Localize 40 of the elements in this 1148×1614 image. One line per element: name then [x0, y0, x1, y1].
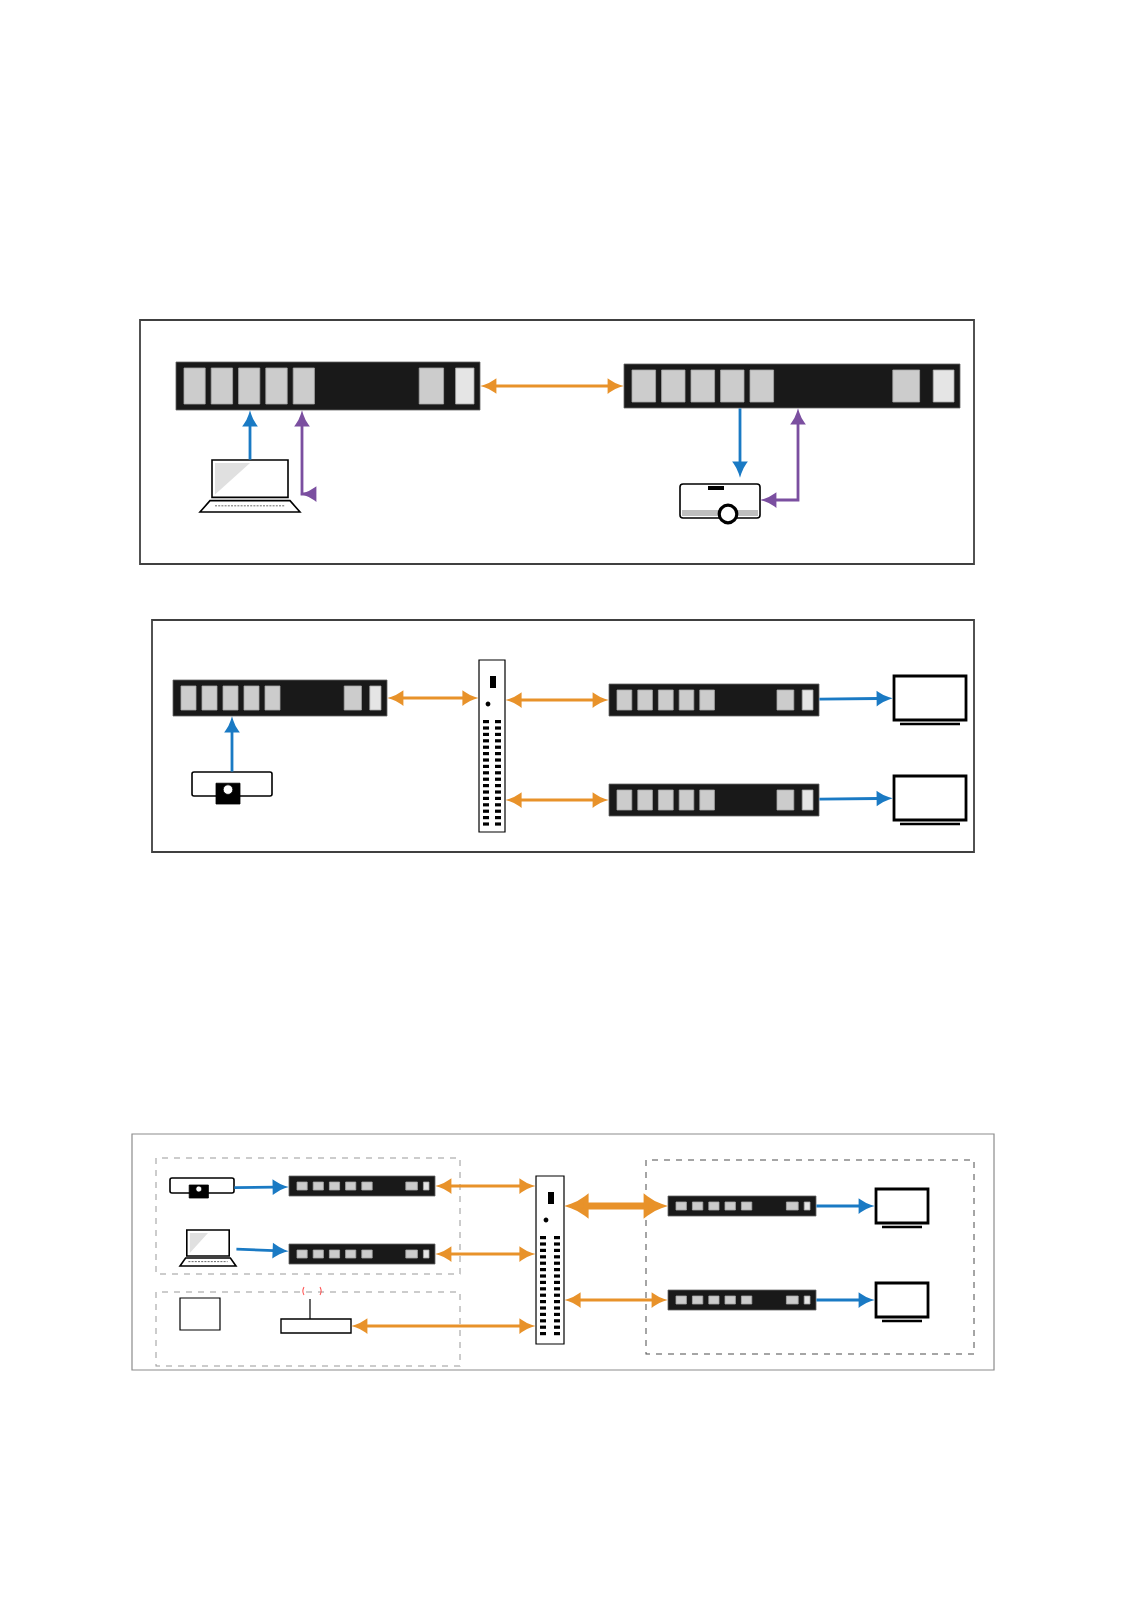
tv-drawing [874, 1187, 930, 1229]
arrow [438, 1179, 533, 1193]
media-player-drawing [169, 1177, 235, 1199]
network-switch [535, 1175, 565, 1345]
arrow [225, 719, 239, 772]
arrow [508, 693, 606, 707]
arrow [819, 791, 890, 806]
extender-box [667, 1195, 817, 1217]
arrow [390, 691, 476, 705]
arrow [816, 1199, 872, 1213]
arrow [569, 1195, 663, 1217]
arrow [733, 408, 747, 475]
tablet-drawing [179, 1297, 221, 1331]
extender-box [667, 1289, 817, 1311]
media-player-drawing [191, 771, 273, 805]
extender-box [288, 1175, 436, 1197]
tv-drawing [892, 774, 968, 826]
tv-drawing [874, 1281, 930, 1323]
arrow [819, 691, 890, 706]
arrow [483, 379, 621, 393]
tv-drawing [892, 674, 968, 726]
arrow [567, 1293, 665, 1307]
extender-box [608, 683, 820, 717]
arrow [438, 1247, 533, 1261]
extender-box [623, 363, 961, 409]
arrow [508, 793, 606, 807]
network-switch [478, 659, 506, 833]
extender-box [172, 679, 388, 717]
extender-box [608, 783, 820, 817]
arrow [236, 1244, 286, 1258]
arrow [354, 1319, 533, 1333]
arrow [816, 1293, 872, 1307]
arrow [295, 413, 317, 501]
extender-box [175, 361, 481, 411]
router-drawing [280, 1286, 352, 1334]
projector-drawing [679, 483, 761, 525]
arrow [243, 413, 257, 460]
arrow [763, 411, 805, 507]
extender-box [288, 1243, 436, 1265]
arrow [234, 1180, 286, 1194]
